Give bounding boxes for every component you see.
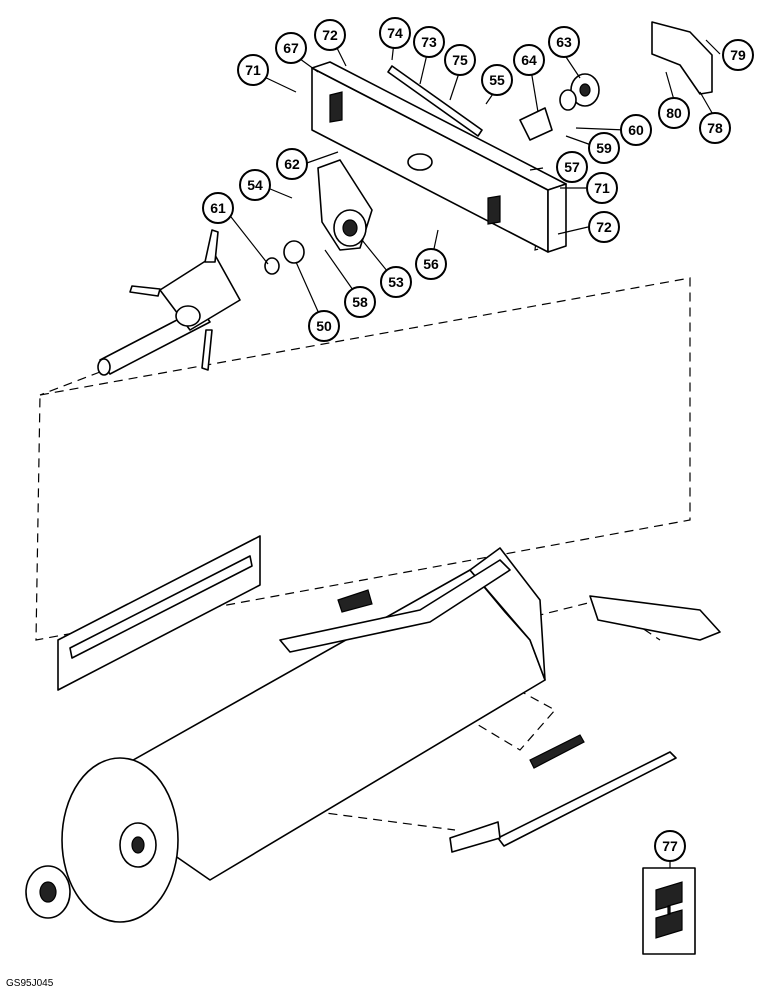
svg-text:60: 60 <box>628 122 644 138</box>
callout-54: 54 <box>239 169 271 201</box>
callout-72: 72 <box>314 19 346 51</box>
crossbeam-67 <box>311 61 567 253</box>
svg-text:59: 59 <box>596 140 612 156</box>
svg-text:72: 72 <box>322 27 338 43</box>
knife-block <box>337 589 373 613</box>
callout-64: 64 <box>513 44 545 76</box>
decal-77 <box>642 867 696 955</box>
svg-text:78: 78 <box>707 120 723 136</box>
svg-text:71: 71 <box>245 62 261 78</box>
callout-78: 78 <box>699 112 731 144</box>
callout-75: 75 <box>444 44 476 76</box>
bearing-housing-53 <box>317 159 373 251</box>
svg-text:55: 55 <box>489 72 505 88</box>
callout-56: 56 <box>415 248 447 280</box>
svg-text:77: 77 <box>662 838 678 854</box>
figure-code: GS95J045 <box>6 978 54 989</box>
bearing-50 <box>283 240 305 264</box>
callout-53: 53 <box>380 266 412 298</box>
callout-79: 79 <box>722 39 754 71</box>
callout-72: 72 <box>588 211 620 243</box>
callout-67: 67 <box>275 32 307 64</box>
callout-50: 50 <box>308 310 340 342</box>
callout-59: 59 <box>588 132 620 164</box>
svg-text:80: 80 <box>666 105 682 121</box>
callout-55: 55 <box>481 64 513 96</box>
svg-text:63: 63 <box>556 34 572 50</box>
spring-assembly <box>529 734 585 769</box>
svg-text:56: 56 <box>423 256 439 272</box>
svg-text:73: 73 <box>421 34 437 50</box>
callout-62: 62 <box>276 148 308 180</box>
callout-73: 73 <box>413 26 445 58</box>
assembly-dashed-outline <box>35 277 691 641</box>
callout-71: 71 <box>586 172 618 204</box>
hub-flange <box>25 865 71 919</box>
bracket-78 <box>651 21 713 95</box>
svg-text:53: 53 <box>388 274 404 290</box>
plate-64 <box>519 107 553 141</box>
svg-text:71: 71 <box>594 180 610 196</box>
knife-strip <box>57 535 261 691</box>
svg-text:50: 50 <box>316 318 332 334</box>
strap-right <box>497 751 677 847</box>
callout-60: 60 <box>620 114 652 146</box>
callout-77: 77 <box>654 830 686 862</box>
callout-58: 58 <box>344 286 376 318</box>
svg-text:75: 75 <box>452 52 468 68</box>
callout-80: 80 <box>658 97 690 129</box>
callout-57: 57 <box>556 151 588 183</box>
callout-63: 63 <box>548 26 580 58</box>
bracket-right <box>589 595 721 641</box>
svg-text:58: 58 <box>352 294 368 310</box>
strap-73 <box>387 65 483 137</box>
rotor-crossbar <box>279 559 511 653</box>
svg-text:57: 57 <box>564 159 580 175</box>
svg-text:54: 54 <box>247 177 263 193</box>
svg-text:61: 61 <box>210 200 226 216</box>
svg-text:62: 62 <box>284 156 300 172</box>
callout-74: 74 <box>379 17 411 49</box>
pulley-63 <box>559 73 600 111</box>
svg-text:72: 72 <box>596 219 612 235</box>
dashed-guide-left-shaft <box>39 371 101 396</box>
svg-text:64: 64 <box>521 52 537 68</box>
plate-lower <box>449 821 501 853</box>
washer-61 <box>264 257 280 275</box>
svg-text:79: 79 <box>730 47 746 63</box>
svg-text:67: 67 <box>283 40 299 56</box>
svg-text:74: 74 <box>387 25 403 41</box>
spider-hub-shaft <box>97 229 241 376</box>
callout-71: 71 <box>237 54 269 86</box>
callout-61: 61 <box>202 192 234 224</box>
